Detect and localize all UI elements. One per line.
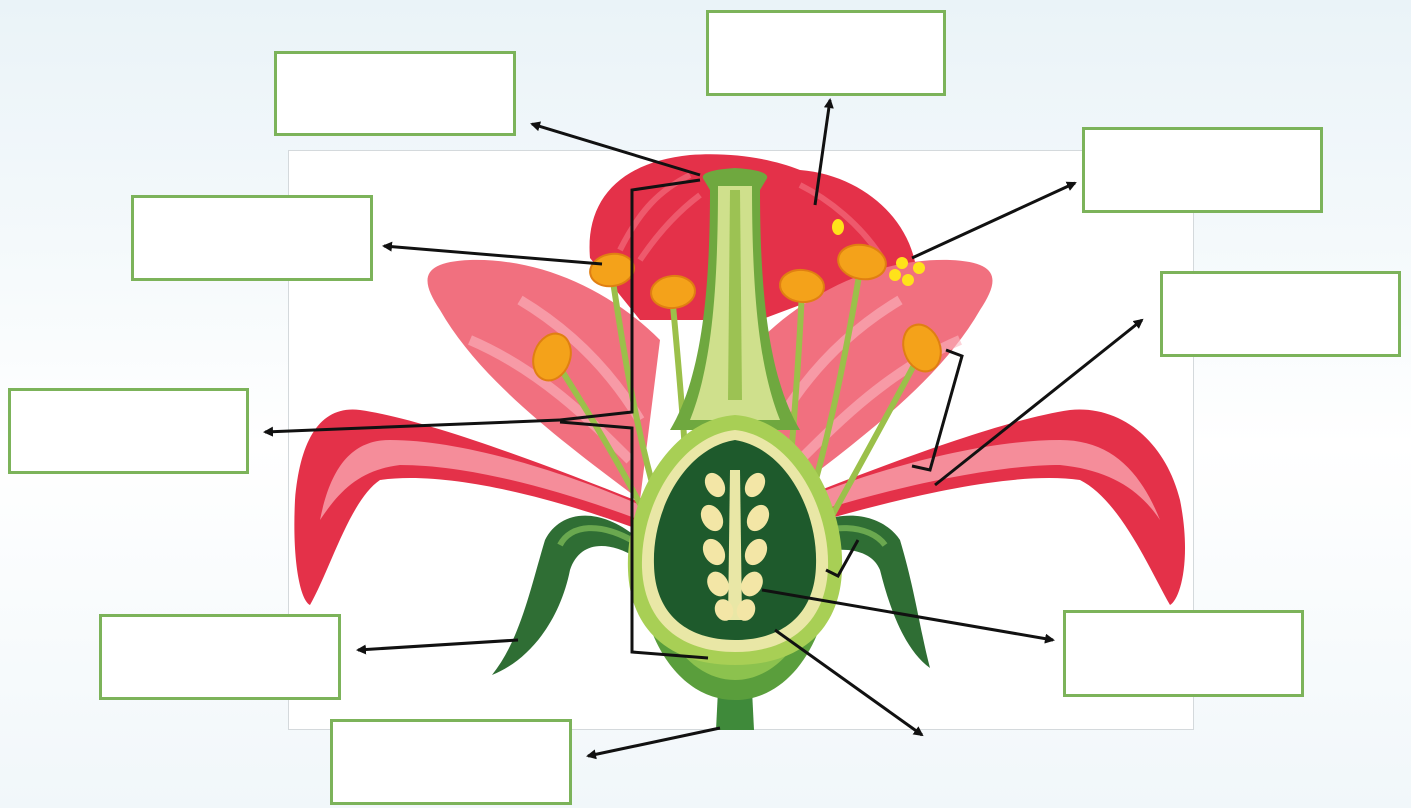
- label-box-receptacle[interactable]: [330, 719, 572, 805]
- label-box-stamen[interactable]: [1160, 271, 1401, 357]
- label-box-pollen[interactable]: [1082, 127, 1323, 213]
- label-box-ovule[interactable]: [1063, 610, 1304, 697]
- style-core: [728, 190, 742, 400]
- label-box-pistil[interactable]: [8, 388, 249, 474]
- label-box-anther[interactable]: [131, 195, 373, 281]
- label-box-petal[interactable]: [706, 10, 946, 96]
- label-box-sepal[interactable]: [99, 614, 341, 700]
- placenta: [728, 470, 742, 620]
- label-box-stigma[interactable]: [274, 51, 516, 136]
